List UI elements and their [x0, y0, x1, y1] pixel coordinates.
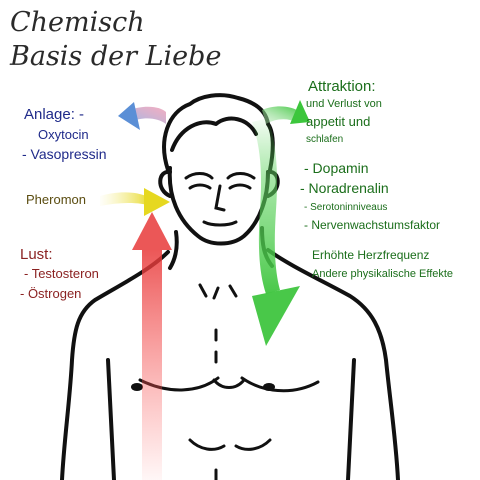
attraktion-item-serotonin: - Serotoninniveaus — [304, 202, 388, 213]
lust-item-testosteron: - Testosteron — [24, 266, 99, 281]
anlage-title: Anlage: - — [24, 106, 85, 123]
lust-item-oestrogen: - Östrogen — [20, 286, 82, 301]
anlage-item-vasopressin: - Vasopressin — [22, 146, 107, 162]
attraktion-item-nervenwachstumsfaktor: - Nervenwachstumsfaktor — [304, 218, 441, 232]
attraktion-line-1: und Verlust von — [306, 98, 382, 110]
attraktion-line-2: appetit und — [306, 114, 371, 129]
anlage-item-oxytocin: Oxytocin — [38, 127, 89, 142]
effect-andere: Andere physikalische Effekte — [312, 268, 454, 280]
nipples — [131, 383, 275, 391]
body-outline — [60, 226, 400, 480]
attraktion-line-3: schlafen — [306, 134, 344, 145]
attraktion-title: Attraktion: — [308, 78, 376, 95]
lust-title: Lust: — [20, 246, 53, 263]
chest-detail — [138, 283, 320, 480]
face — [184, 172, 256, 227]
attraktion-item-dopamin: - Dopamin — [304, 160, 369, 176]
pheromon-arrow — [100, 188, 170, 216]
title-line-2: Basis der Liebe — [10, 41, 222, 72]
pheromon-label: Pheromon — [26, 192, 86, 207]
attraktion-item-noradrenalin: - Noradrenalin — [300, 180, 389, 196]
lust-arrow — [132, 212, 172, 480]
attraktion-arrow — [252, 100, 310, 346]
title-line-1: Chemisch — [10, 7, 145, 38]
effect-herzfrequenz: Erhöhte Herzfrequenz — [312, 248, 430, 262]
anlage-arrow — [118, 102, 166, 130]
